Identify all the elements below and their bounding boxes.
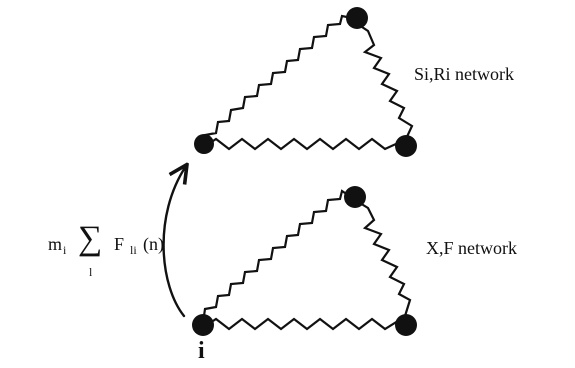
mass-subscript: i: [63, 243, 67, 257]
top-network-node-right: [395, 135, 417, 157]
bottom-network-node-top: [344, 186, 366, 208]
bottom-network-node-left: [192, 314, 214, 336]
bottom-network-spring-left: [202, 189, 350, 318]
bottom-network: [192, 186, 417, 336]
bottom-network-spring-right: [353, 198, 412, 318]
top-network-label: Si,Ri network: [414, 64, 515, 84]
force-argument: (n): [143, 234, 164, 254]
top-network-node-left: [194, 134, 214, 154]
force-expression: m i ∑ l F li (n): [48, 220, 168, 294]
mass-symbol: m: [48, 234, 63, 254]
top-network-spring-left: [203, 14, 354, 145]
bottom-network-label: X,F network: [426, 238, 517, 258]
summation-symbol: ∑: [78, 220, 103, 257]
top-network-node-top: [346, 7, 368, 29]
top-network-spring-bottom: [208, 137, 406, 151]
force-subscript: li: [130, 243, 137, 257]
top-network-spring-right: [354, 21, 414, 143]
force-arrow: [162, 166, 186, 318]
node-i-label: i: [198, 338, 205, 364]
bottom-network-spring-bottom: [208, 317, 404, 331]
force-symbol: F: [114, 234, 125, 254]
bottom-network-node-right: [395, 314, 417, 336]
top-network: [194, 7, 417, 157]
summation-index: l: [89, 265, 93, 279]
